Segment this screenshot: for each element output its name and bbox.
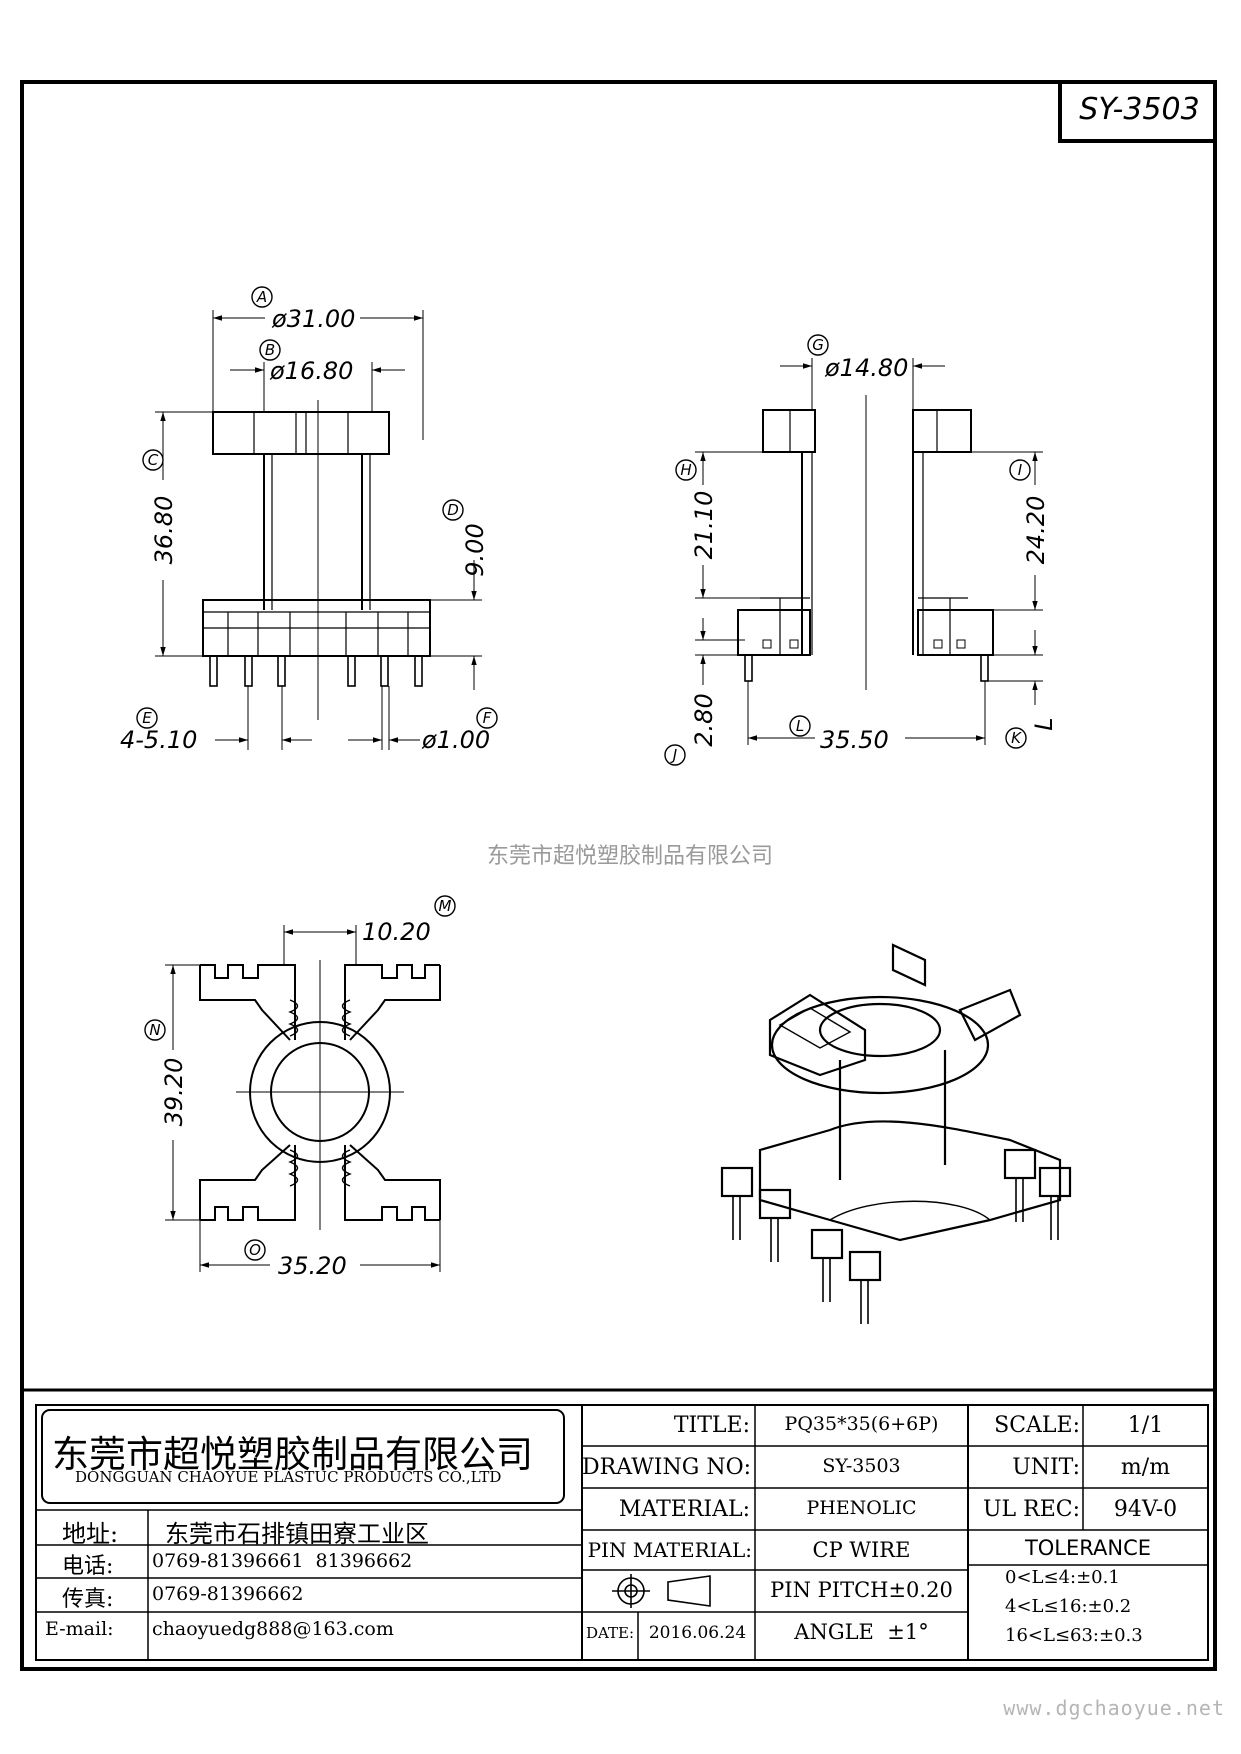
date-value: 2016.06.24 [648, 1623, 747, 1643]
bottom-view [165, 925, 441, 1272]
part-number-box: SY-3503 [1058, 80, 1217, 143]
title-block [20, 1388, 1217, 1661]
unit-value: m/m [1120, 1455, 1171, 1480]
svg-text:M: M [439, 897, 452, 915]
svg-text:ø16.80: ø16.80 [269, 357, 353, 385]
svg-text:I: I [1018, 461, 1023, 479]
svg-text:39.20: 39.20 [160, 1058, 188, 1127]
isometric-view [720, 943, 1072, 1324]
pin-material-value: CP WIRE [812, 1538, 911, 1562]
phone-value: 0769-81396661 81396662 [152, 1550, 413, 1572]
dim-h: H 21.10 [675, 459, 718, 560]
svg-text:2.80: 2.80 [690, 693, 718, 746]
angle-tolerance: ANGLE ±1° [794, 1620, 929, 1644]
drawing-no-value: SY-3503 [822, 1455, 901, 1477]
svg-text:L: L [796, 717, 804, 735]
dim-l: L 35.50 [789, 715, 889, 754]
drawing-frame [20, 80, 1217, 1671]
side-view [695, 358, 1043, 745]
address-value: 东莞市石排镇田寮工业区 [165, 1520, 429, 1548]
svg-text:21.10: 21.10 [690, 491, 718, 560]
svg-text:C: C [148, 451, 159, 469]
front-view [155, 310, 482, 750]
dim-j: J 2.80 [664, 693, 718, 766]
dim-k: K L [1005, 717, 1058, 749]
svg-text:24.20: 24.20 [1022, 496, 1050, 565]
dim-f: F ø1.00 [421, 707, 498, 754]
projection-symbol-icon [612, 1574, 711, 1608]
title-value: PQ35*35(6+6P) [784, 1413, 939, 1435]
dim-c: C 36.80 [142, 449, 178, 565]
material-value: PHENOLIC [806, 1497, 917, 1519]
svg-text:G: G [812, 336, 824, 354]
dim-a: A ø31.00 [251, 286, 355, 333]
ul-rec-label: UL REC: [982, 1497, 1080, 1522]
dim-i: I 24.20 [1009, 459, 1050, 565]
fax-label: 传真: [62, 1587, 114, 1612]
website-link[interactable]: www.dgchaoyue.net [1003, 1696, 1225, 1720]
svg-text:4-5.10: 4-5.10 [120, 726, 197, 754]
pin-pitch: PIN PITCH±0.20 [770, 1578, 953, 1602]
email-label: E-mail: [45, 1618, 114, 1640]
svg-text:N: N [149, 1021, 160, 1039]
material-label: MATERIAL: [618, 1497, 750, 1522]
svg-text:F: F [483, 709, 492, 727]
email-value: chaoyuedg888@163.com [152, 1618, 394, 1640]
scale-label: SCALE: [994, 1413, 1080, 1438]
fax-value: 0769-81396662 [152, 1583, 304, 1605]
svg-text:35.20: 35.20 [278, 1252, 347, 1280]
scale-value: 1/1 [1127, 1413, 1164, 1438]
svg-text:A: A [256, 288, 267, 306]
svg-text:B: B [265, 341, 275, 359]
tolerance-row: 0<L≤4:±0.1 [1005, 1567, 1120, 1588]
unit-label: UNIT: [1012, 1455, 1080, 1480]
svg-text:O: O [249, 1241, 261, 1259]
dim-d: D 9.00 [442, 499, 489, 577]
title-label: TITLE: [673, 1413, 750, 1438]
dim-e: E 4-5.10 [120, 707, 197, 754]
phone-label: 电话: [62, 1554, 114, 1579]
svg-text:H: H [680, 461, 691, 479]
part-number: SY-3503 [1079, 92, 1200, 127]
svg-text:35.50: 35.50 [820, 726, 889, 754]
svg-text:E: E [142, 709, 152, 727]
dim-b: B ø16.80 [259, 339, 353, 385]
svg-text:D: D [447, 501, 459, 519]
svg-text:9.00: 9.00 [461, 523, 489, 576]
tolerance-row: 4<L≤16:±0.2 [1005, 1596, 1132, 1617]
svg-text:J: J [670, 746, 677, 764]
company-name-cn: 东莞市超悦塑胶制品有限公司 [52, 1433, 533, 1476]
svg-text:L: L [1030, 717, 1058, 730]
date-label: DATE: [585, 1624, 635, 1642]
drawing-no-label: DRAWING NO: [582, 1455, 752, 1480]
dim-g: G ø14.80 [807, 334, 908, 382]
dim-m: M 10.20 [362, 895, 456, 946]
address-label: 地址: [62, 1520, 119, 1548]
svg-text:K: K [1011, 729, 1022, 747]
pin-material-label: PIN MATERIAL: [587, 1538, 752, 1562]
company-name-en: DONGGUAN CHAOYUE PLASTUC PRODUCTS CO.,LT… [75, 1468, 502, 1486]
ul-rec-value: 94V-0 [1113, 1497, 1178, 1522]
svg-text:10.20: 10.20 [362, 918, 431, 946]
svg-text:ø14.80: ø14.80 [824, 354, 908, 382]
svg-text:ø1.00: ø1.00 [421, 726, 490, 754]
svg-text:36.80: 36.80 [150, 496, 178, 565]
svg-text:ø31.00: ø31.00 [271, 305, 355, 333]
dim-o: O 35.20 [244, 1239, 347, 1280]
tolerance-row: 16<L≤63:±0.3 [1005, 1625, 1143, 1646]
tolerance-label: TOLERANCE [1024, 1536, 1152, 1560]
dim-n: N 39.20 [144, 1019, 188, 1127]
company-watermark: 东莞市超悦塑胶制品有限公司 [486, 844, 773, 869]
